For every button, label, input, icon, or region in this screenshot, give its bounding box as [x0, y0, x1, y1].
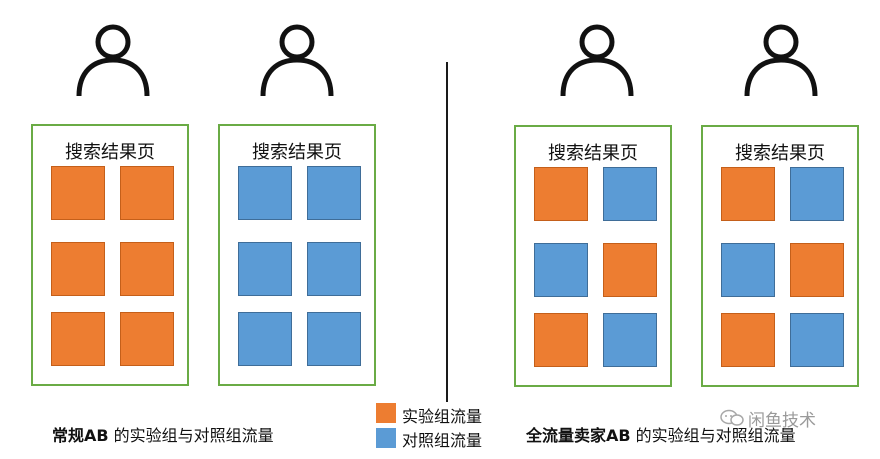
left-caption: 常规AB 的实验组与对照组流量	[52, 422, 274, 446]
panel-title: 搜索结果页	[65, 142, 155, 163]
control-traffic-block	[307, 166, 361, 220]
right-caption: 全流量卖家AB 的实验组与对照组流量	[526, 422, 796, 446]
control-traffic-block	[238, 242, 292, 296]
experiment-traffic-block	[51, 166, 105, 220]
user-icon	[560, 24, 634, 97]
panel-title: 搜索结果页	[735, 143, 825, 164]
legend-swatch-experiment	[376, 403, 396, 423]
experiment-traffic-block	[120, 312, 174, 366]
experiment-traffic-block	[603, 243, 657, 297]
legend-swatch-control	[376, 428, 396, 448]
control-traffic-block	[307, 242, 361, 296]
control-traffic-block	[238, 312, 292, 366]
right-caption-rest: 的实验组与对照组流量	[630, 426, 796, 445]
experiment-traffic-block	[534, 313, 588, 367]
panel-title: 搜索结果页	[252, 142, 342, 163]
control-traffic-block	[721, 243, 775, 297]
experiment-traffic-block	[721, 167, 775, 221]
experiment-traffic-block	[534, 167, 588, 221]
control-traffic-block	[238, 166, 292, 220]
control-traffic-block	[307, 312, 361, 366]
control-traffic-block	[534, 243, 588, 297]
search-results-panel: 搜索结果页	[31, 124, 189, 386]
legend-label-experiment: 实验组流量	[402, 407, 483, 426]
divider-line	[446, 62, 448, 402]
user-icon	[260, 24, 334, 97]
left-caption-rest: 的实验组与对照组流量	[108, 426, 274, 445]
control-traffic-block	[790, 167, 844, 221]
experiment-traffic-block	[721, 313, 775, 367]
experiment-traffic-block	[120, 166, 174, 220]
search-results-panel: 搜索结果页	[218, 124, 376, 386]
panel-title: 搜索结果页	[548, 143, 638, 164]
experiment-traffic-block	[51, 312, 105, 366]
control-traffic-block	[790, 313, 844, 367]
legend-label-control: 对照组流量	[402, 431, 483, 450]
user-icon	[744, 24, 818, 97]
user-icon	[76, 24, 150, 97]
left-caption-bold: 常规AB	[52, 426, 109, 445]
search-results-panel: 搜索结果页	[514, 125, 672, 387]
right-caption-bold: 全流量卖家AB	[526, 426, 631, 445]
chat-bubble-icon	[720, 409, 744, 426]
search-results-panel: 搜索结果页	[701, 125, 859, 387]
control-traffic-block	[603, 167, 657, 221]
experiment-traffic-block	[120, 242, 174, 296]
watermark-text: 闲鱼技术	[748, 411, 816, 431]
experiment-traffic-block	[790, 243, 844, 297]
control-traffic-block	[603, 313, 657, 367]
experiment-traffic-block	[51, 242, 105, 296]
